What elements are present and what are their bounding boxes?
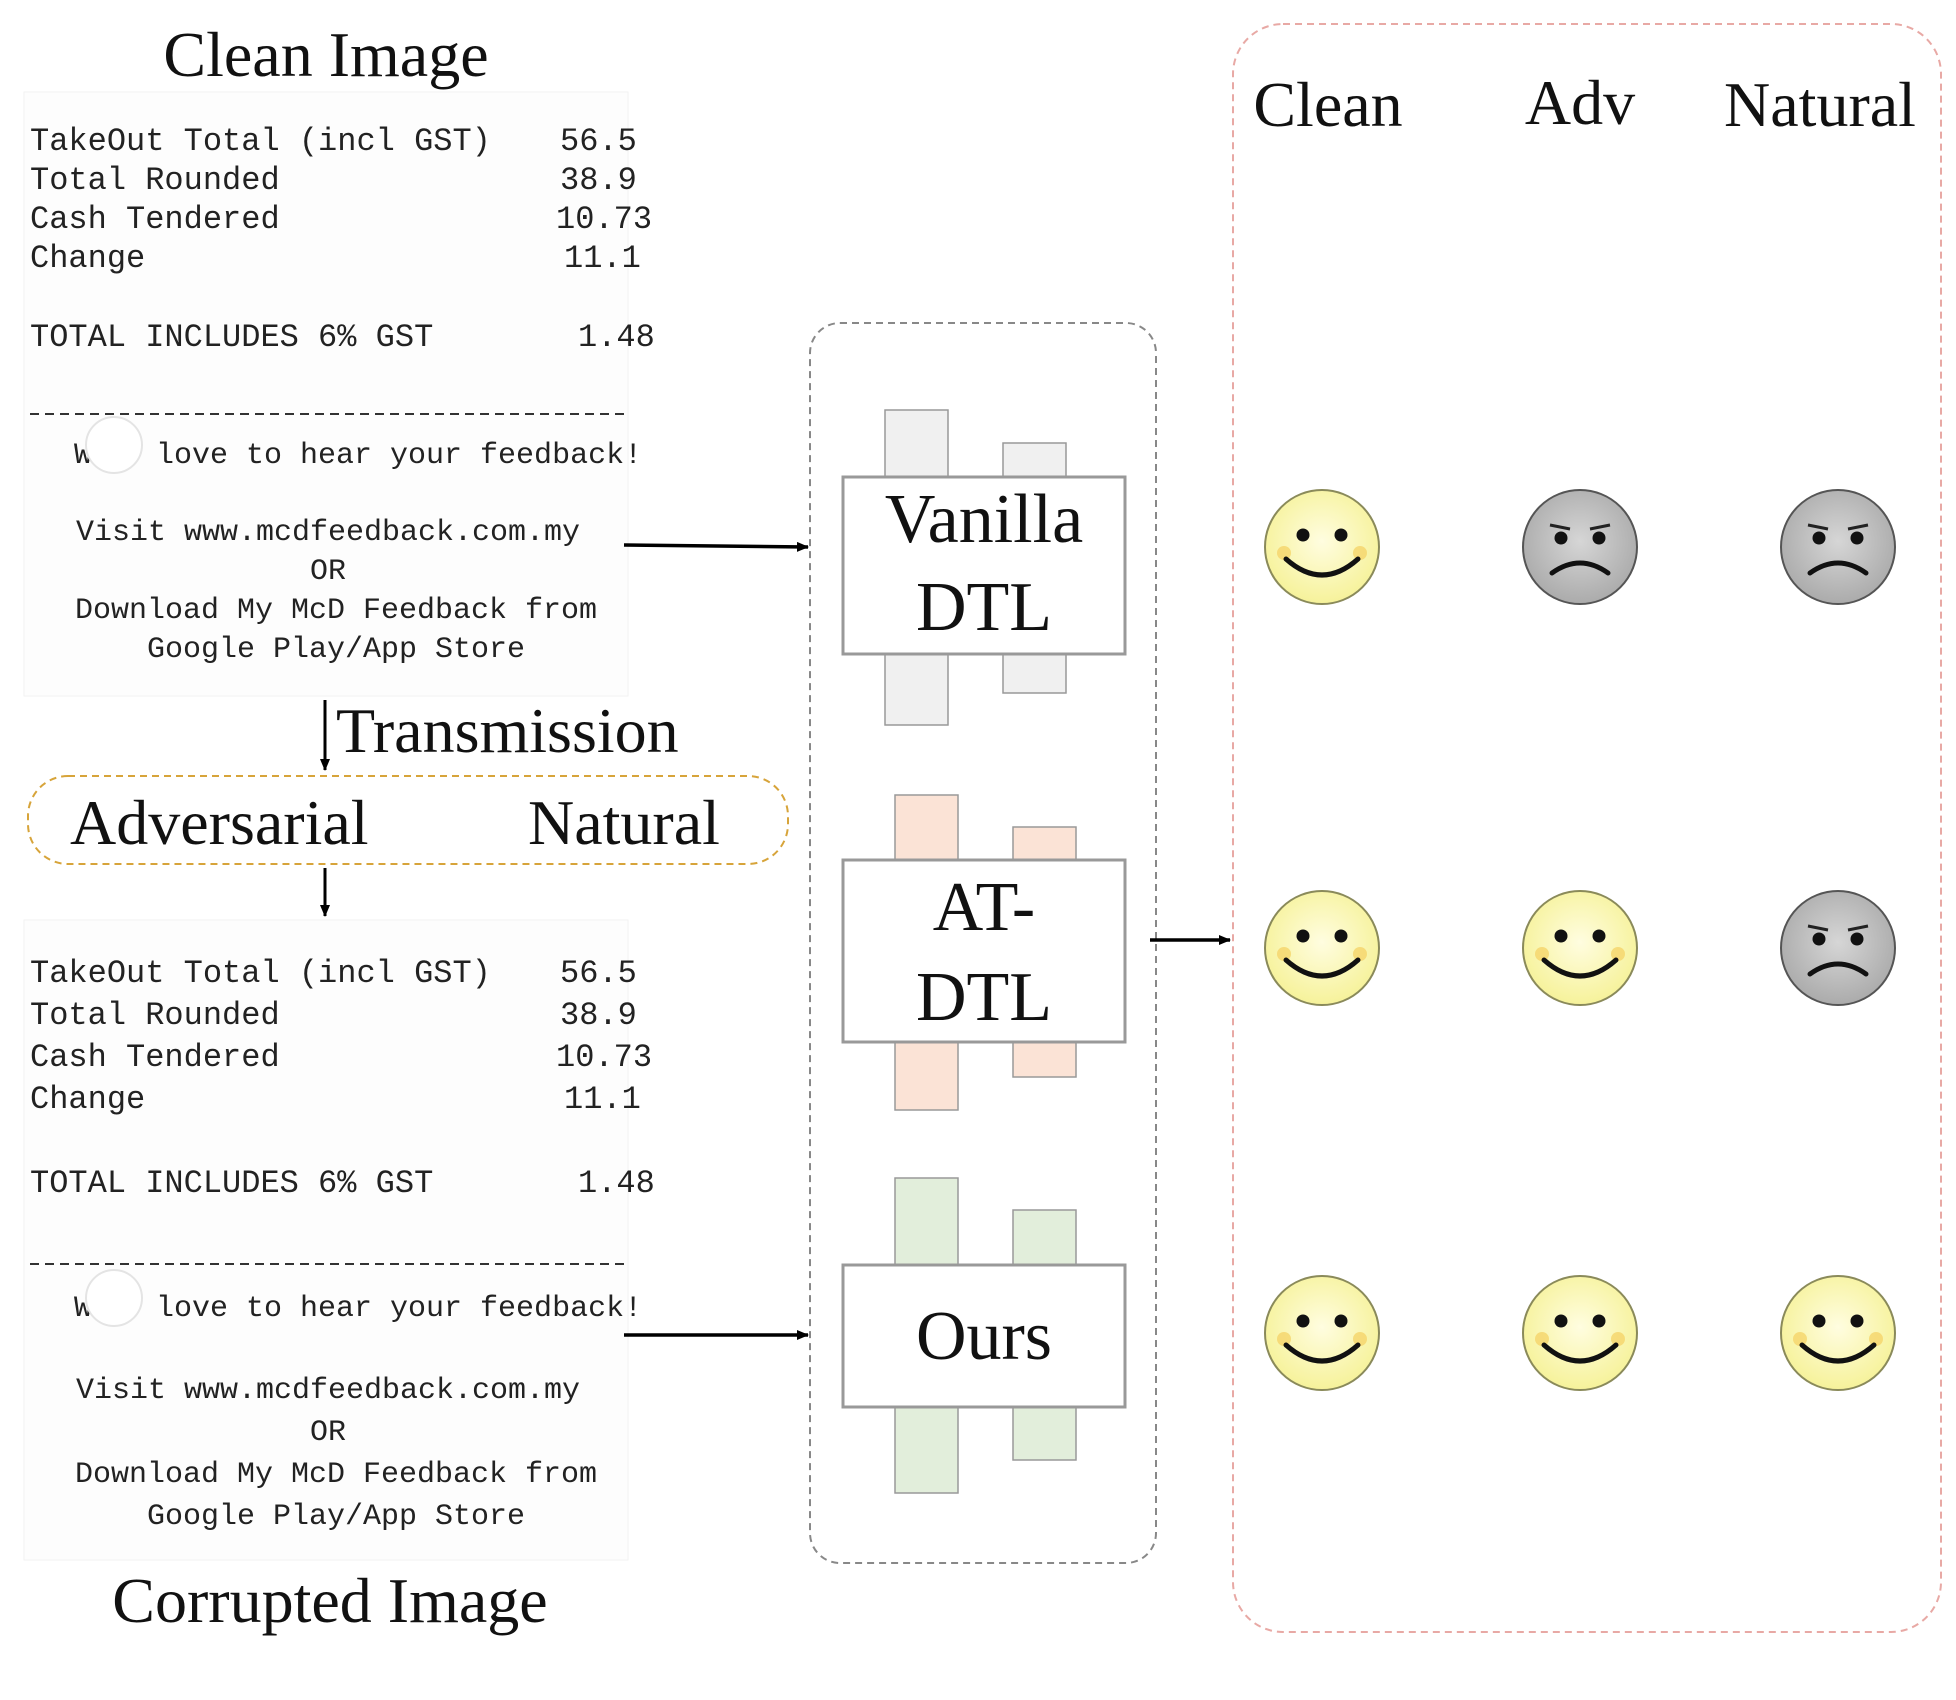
clean-receipt-or: OR <box>310 555 346 589</box>
clean-receipt-row-value-1: 56.5 <box>560 123 637 160</box>
clean-image-title: Clean Image <box>163 19 488 90</box>
at-dtl-label-line1: AT- <box>933 869 1035 946</box>
clean-receipt-row-value-3: 10.73 <box>556 201 652 238</box>
corrupted-receipt-row-label-3: Cash Tendered <box>30 1039 280 1076</box>
corrupted-receipt-row-label-1: TakeOut Total (incl GST) <box>30 955 491 992</box>
corrupted-receipt-store: Google Play/App Store <box>147 1500 525 1534</box>
clean-receipt-visit: Visit www.mcdfeedback.com.my <box>76 516 580 550</box>
corrupted-receipt-gst-value: 1.48 <box>578 1165 655 1202</box>
results-header-adv: Adv <box>1525 67 1635 138</box>
clean-receipt-row-label-3: Cash Tendered <box>30 201 280 238</box>
clean-receipt-paper <box>23 91 629 697</box>
corrupted-receipt-row-value-4: 11.1 <box>564 1081 641 1118</box>
clean-receipt-gst-value: 1.48 <box>578 319 655 356</box>
corrupted-receipt-row-label-2: Total Rounded <box>30 997 280 1034</box>
results-header-clean: Clean <box>1253 69 1402 140</box>
clean-receipt-stain <box>85 416 143 474</box>
corrupted-receipt-row-label-4: Change <box>30 1081 145 1118</box>
corrupted-receipt-gst-label: TOTAL INCLUDES 6% GST <box>30 1165 433 1202</box>
clean-receipt-image: TakeOut Total (incl GST) 56.5 Total Roun… <box>23 91 655 697</box>
transmission-label: Transmission <box>336 695 679 766</box>
vanilla-dtl-label-line2: DTL <box>916 569 1052 646</box>
happy-face-icon-ours-adv <box>1522 1275 1638 1391</box>
clean-to-model-arrow <box>623 541 809 552</box>
ours-model: Ours <box>841 1177 1127 1494</box>
corrupted-receipt-feedback: love to hear your feedback! <box>156 1292 642 1326</box>
corrupted-receipt-row-value-1: 56.5 <box>560 955 637 992</box>
clean-receipt-row-value-2: 38.9 <box>560 162 637 199</box>
clean-receipt-row-value-4: 11.1 <box>564 240 641 277</box>
results-faces <box>1264 489 1896 1391</box>
clean-receipt-row-label-4: Change <box>30 240 145 277</box>
clean-receipt-feedback: love to hear your feedback! <box>156 439 642 473</box>
results-header-natural: Natural <box>1724 69 1916 140</box>
happy-face-icon-at-dtl-adv <box>1522 890 1638 1006</box>
sad-face-icon-vanilla-dtl-natural <box>1780 489 1896 605</box>
vanilla-dtl-model: Vanilla DTL <box>841 409 1127 726</box>
happy-face-icon-ours-natural <box>1780 1275 1896 1391</box>
corrupted-receipt-row-value-3: 10.73 <box>556 1039 652 1076</box>
clean-receipt-gst-label: TOTAL INCLUDES 6% GST <box>30 319 433 356</box>
corruption-adversarial-label: Adversarial <box>70 787 369 858</box>
sad-face-icon-at-dtl-natural <box>1780 890 1896 1006</box>
happy-face-icon-vanilla-dtl-clean <box>1264 489 1380 605</box>
vanilla-dtl-label-line1: Vanilla <box>885 481 1083 558</box>
ours-box <box>841 1263 1127 1409</box>
corrupted-receipt-paper <box>23 919 629 1561</box>
happy-face-icon-ours-clean <box>1264 1275 1380 1391</box>
clean-receipt-row-label-2: Total Rounded <box>30 162 280 199</box>
clean-receipt-row-label-1: TakeOut Total (incl GST) <box>30 123 491 160</box>
results-panel <box>1232 23 1942 1633</box>
corruption-natural-label: Natural <box>528 787 720 858</box>
corrupted-receipt-or: OR <box>310 1416 346 1450</box>
sad-face-icon-vanilla-dtl-adv <box>1522 489 1638 605</box>
ours-label: Ours <box>916 1298 1052 1375</box>
at-dtl-box <box>841 858 1127 1044</box>
happy-face-icon-at-dtl-clean <box>1264 890 1380 1006</box>
clean-receipt-download: Download My McD Feedback from <box>75 594 597 628</box>
clean-receipt-store: Google Play/App Store <box>147 633 525 667</box>
corrupted-receipt-download: Download My McD Feedback from <box>75 1458 597 1492</box>
corrupted-image-title: Corrupted Image <box>112 1565 547 1636</box>
corrupted-receipt-row-value-2: 38.9 <box>560 997 637 1034</box>
corrupted-receipt-image: TakeOut Total (incl GST) 56.5 Total Roun… <box>23 919 655 1561</box>
at-dtl-label-line2: DTL <box>916 959 1052 1036</box>
corrupted-receipt-stain <box>85 1269 143 1327</box>
vanilla-dtl-box <box>841 475 1127 656</box>
corruption-box <box>27 775 789 865</box>
at-dtl-model: AT- DTL <box>841 794 1127 1111</box>
corrupted-receipt-visit: Visit www.mcdfeedback.com.my <box>76 1374 580 1408</box>
